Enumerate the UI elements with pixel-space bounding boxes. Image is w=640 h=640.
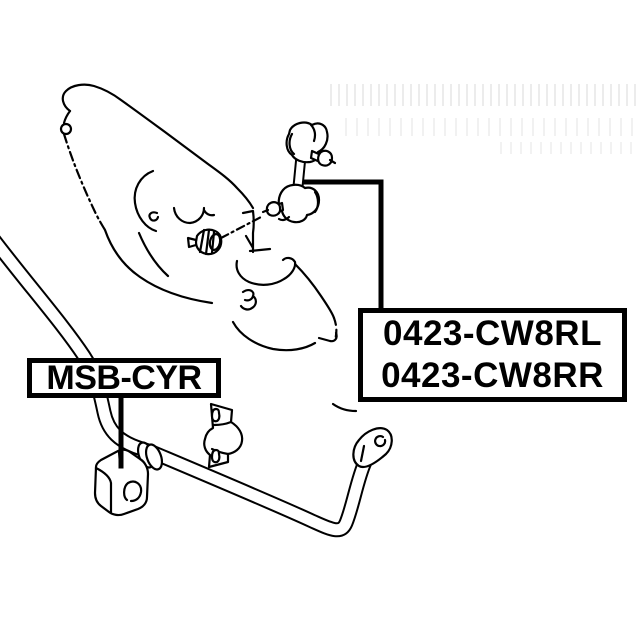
knuckle-bottom-arc	[231, 320, 317, 352]
part-code-link-left: 0423-CW8RL	[383, 314, 602, 353]
control-arm-bottom-edge	[103, 228, 214, 305]
knuckle-bowl	[235, 256, 297, 286]
control-arm-drawing	[59, 83, 358, 413]
bushing-body	[93, 448, 150, 517]
stabilizer-link-drawing	[261, 121, 337, 224]
bushing-c-hole	[123, 480, 143, 503]
bracket-body	[203, 402, 244, 469]
part-code-bushing: MSB-CYR	[46, 359, 202, 397]
bracket-drawing	[203, 402, 244, 469]
control-arm-inner-squiggle	[148, 211, 160, 222]
pivot-bolt	[186, 228, 223, 256]
eyelet-hole	[374, 435, 387, 448]
part-code-link-right: 0423-CW8RR	[381, 356, 604, 395]
link-top-ball-joint	[285, 121, 337, 167]
link-mount-tab	[241, 209, 272, 254]
knuckle-hook	[317, 331, 338, 343]
bushing-front-edge	[94, 466, 113, 514]
faint-scan-artifact	[330, 84, 640, 106]
knuckle-right-edge	[293, 262, 336, 320]
control-arm-top-edge	[61, 83, 255, 210]
control-arm-hole	[59, 122, 73, 136]
part-label-box-stabilizer-link: 0423-CW8RL 0423-CW8RR	[358, 308, 627, 402]
outline-fragment	[331, 402, 358, 413]
bolt-axis-dashdot	[219, 214, 265, 240]
knuckle-squiggle	[239, 289, 257, 311]
control-arm-left-edge-dashdot	[62, 132, 107, 232]
faint-scan-artifact	[345, 118, 640, 136]
control-arm-left-notch	[62, 109, 72, 125]
bar-eyelet	[352, 427, 393, 469]
bracket-slot-bottom	[210, 448, 221, 464]
control-arm-inner-arc	[133, 169, 158, 233]
control-arm-inner-scallop	[172, 206, 216, 225]
callout-line-stabilizer-link	[303, 179, 384, 311]
knuckle-right-edge-dash	[332, 316, 338, 342]
link-bottom-ball-joint	[261, 183, 321, 224]
bracket-slot-top	[210, 407, 221, 423]
part-label-box-bushing: MSB-CYR	[27, 358, 221, 398]
control-arm-inner-line	[137, 231, 170, 278]
stabilizer-bar-drawing	[0, 235, 393, 538]
faint-scan-artifact	[500, 142, 640, 154]
